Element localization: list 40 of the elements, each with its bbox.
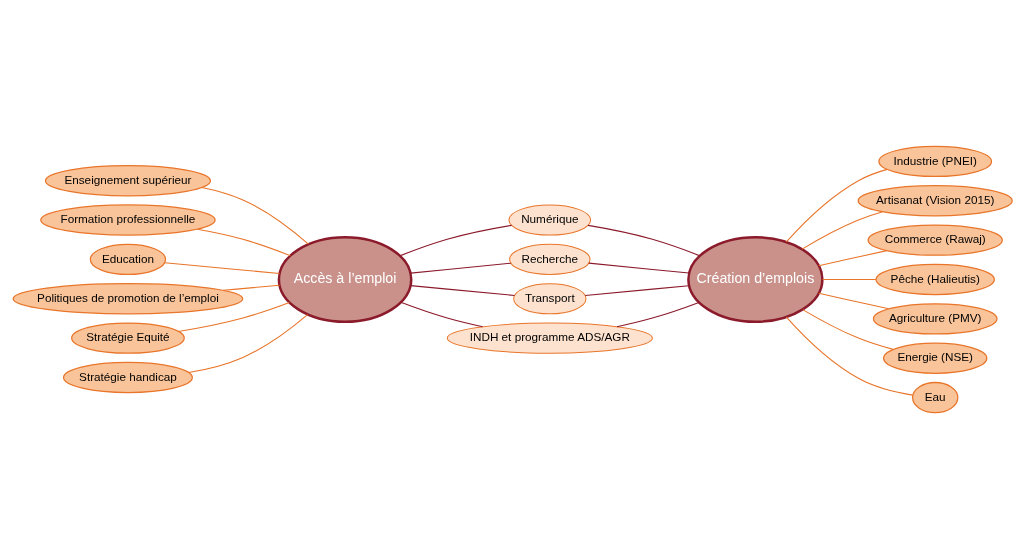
connector xyxy=(616,301,700,327)
node-ellipse: Energie (NSE) xyxy=(882,342,988,374)
node-ellipse: Politiques de promotion de l’emploi xyxy=(12,282,244,314)
node-ellipse: Accès à l’emploi xyxy=(277,235,413,323)
node-ellipse: Numérique xyxy=(508,203,592,236)
connector xyxy=(410,262,512,274)
connector xyxy=(785,316,914,396)
node-ellipse: Artisanat (Vision 2015) xyxy=(857,184,1013,216)
node-ellipse: Transport xyxy=(513,282,587,314)
node-ellipse: Recherche xyxy=(509,243,591,275)
connector xyxy=(222,284,281,291)
connector xyxy=(801,210,884,250)
connector xyxy=(188,313,309,373)
node-ellipse: Stratégie handicap xyxy=(62,361,193,393)
connector xyxy=(588,262,690,274)
node-ellipse: Pêche (Halieutis) xyxy=(875,263,995,295)
connector xyxy=(410,284,516,296)
node-ellipse: Enseignement supérieur xyxy=(44,164,212,196)
node-ellipse: Industrie (PNEI) xyxy=(878,145,993,177)
node-ellipse: Education xyxy=(89,243,167,275)
node-ellipse: Stratégie Equité xyxy=(71,321,185,354)
connector xyxy=(818,292,890,309)
connector xyxy=(399,224,513,256)
connector xyxy=(785,168,888,242)
connector xyxy=(802,308,894,350)
node-ellipse: Eau xyxy=(911,381,959,413)
node-ellipse: Création d’emplois xyxy=(687,235,824,323)
connector xyxy=(164,261,281,274)
connector xyxy=(177,301,290,332)
node-ellipse: Formation professionnelle xyxy=(40,203,216,236)
node-ellipse: Agriculture (PMV) xyxy=(872,302,998,335)
connector xyxy=(400,301,484,327)
connector xyxy=(818,249,888,266)
node-ellipse: INDH et programme ADS/AGR xyxy=(446,322,653,354)
connector xyxy=(584,284,690,296)
connector xyxy=(201,186,309,245)
connector xyxy=(587,224,701,256)
connector xyxy=(196,228,291,256)
node-ellipse: Commerce (Rawaj) xyxy=(867,223,1003,256)
connector xyxy=(822,278,877,280)
